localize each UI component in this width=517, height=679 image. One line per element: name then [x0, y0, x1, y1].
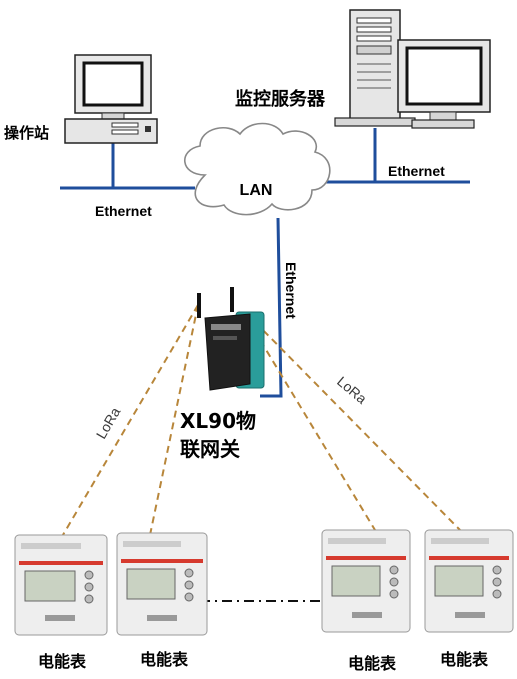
server-monitor-icon — [397, 39, 491, 129]
ethernet-lines — [60, 128, 470, 398]
ethernet-label-vertical: Ethernet — [283, 262, 299, 319]
ethernet-label-right: Ethernet — [388, 163, 445, 179]
meter-label-2: 电能表 — [140, 650, 189, 669]
meter-label-4: 电能表 — [440, 650, 489, 669]
meter-label-1: 电能表 — [38, 652, 87, 671]
energy-meter-icon-4 — [424, 529, 514, 633]
lora-label-left: LoRa — [93, 404, 124, 441]
operator-station-label: 操作站 — [4, 124, 49, 142]
meter-label-3: 电能表 — [348, 654, 397, 673]
lan-cloud — [184, 122, 331, 216]
monitoring-server-label: 监控服务器 — [235, 88, 326, 110]
lan-label: LAN — [240, 182, 273, 199]
gateway-label-line2: 联网关 — [180, 437, 240, 461]
lora-links — [59, 304, 461, 541]
energy-meter-icon-1 — [14, 534, 108, 636]
ethernet-label-left: Ethernet — [95, 203, 152, 219]
server-tower-icon — [334, 9, 416, 127]
gateway-device-icon — [197, 287, 265, 391]
lora-label-right: LoRa — [334, 373, 370, 407]
energy-meter-icon-3 — [321, 529, 411, 633]
gateway-label-line1: XL90物 — [180, 409, 256, 433]
energy-meter-icon-2 — [116, 532, 208, 636]
operator-workstation-icon — [64, 54, 158, 144]
